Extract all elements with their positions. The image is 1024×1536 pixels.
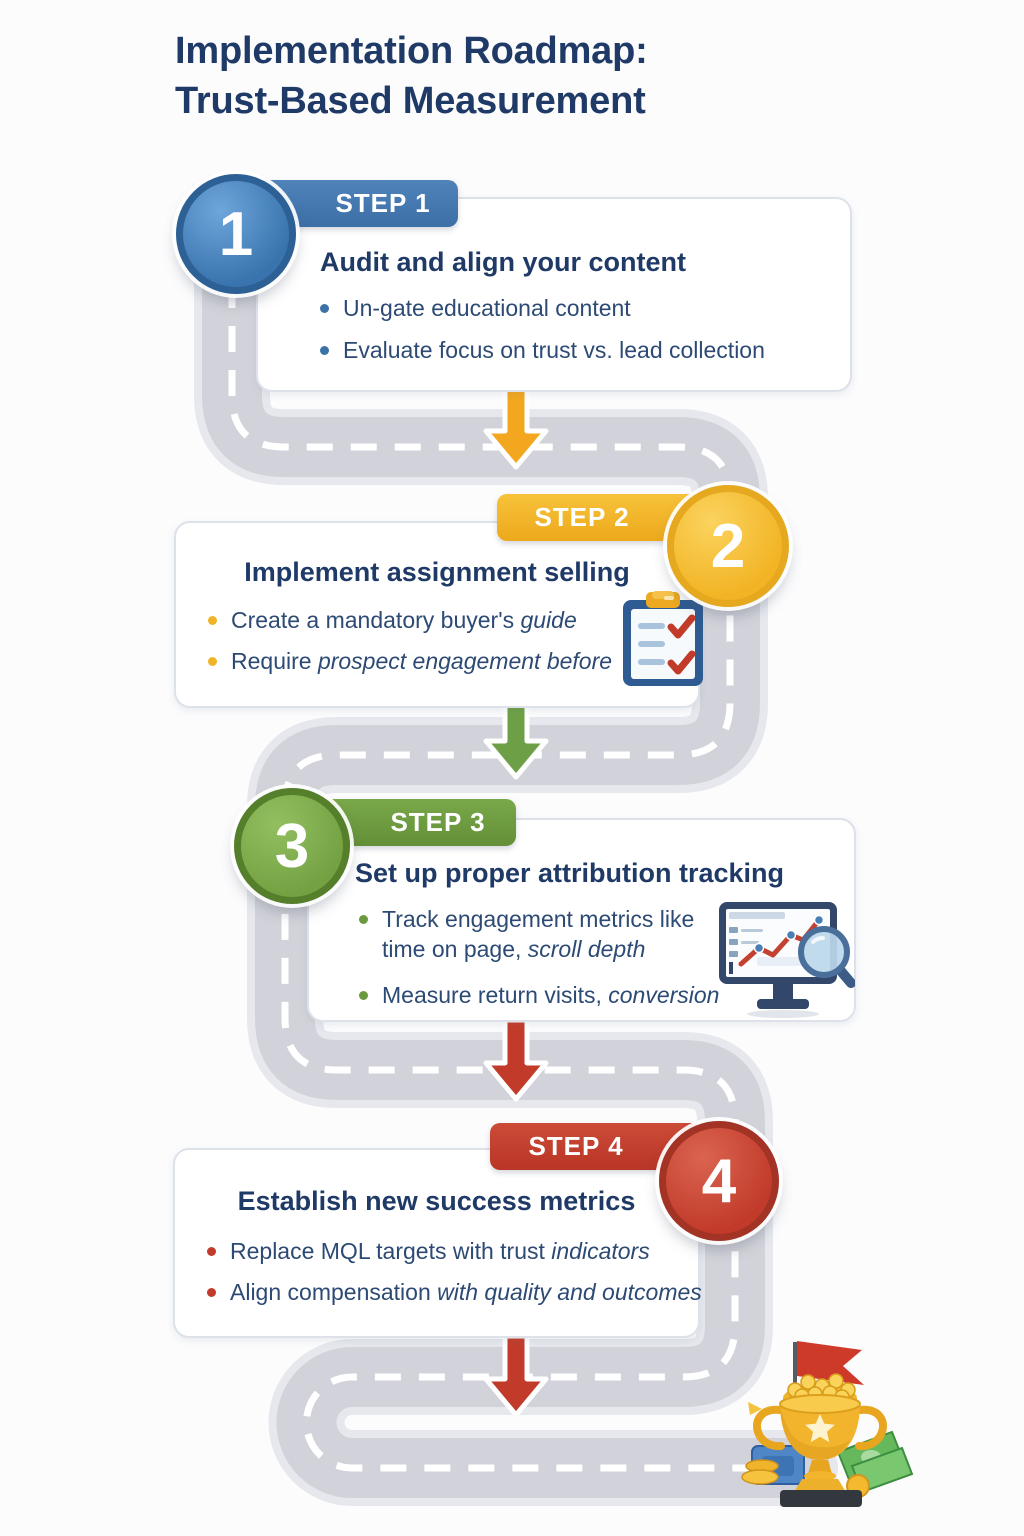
analytics-monitor-icon [719, 902, 855, 1018]
step-3-bullet-2: Measure return visits, conversion [359, 980, 719, 1010]
step-3-card: Set up proper attribution tracking Track… [307, 818, 856, 1022]
trophy-icon [741, 1341, 914, 1507]
page-title: Implementation Roadmap: Trust-Based Meas… [175, 26, 648, 126]
magnifying-glass-icon [798, 926, 855, 988]
step-1-number-badge: 1 [176, 174, 296, 294]
bullet-dot [320, 346, 329, 355]
step-1-label: STEP 1 [335, 188, 431, 218]
step-2-number-badge: 2 [667, 485, 789, 607]
step-1-card: Audit and align your content Un-gate edu… [256, 197, 852, 392]
step-1-bullet-2: Evaluate focus on trust vs. lead collect… [320, 335, 765, 365]
bullet-text: Un-gate educational content [343, 295, 631, 321]
step-1-bullet-1: Un-gate educational content [320, 293, 631, 323]
title-line-2: Trust-Based Measurement [175, 80, 646, 123]
bullet-text: Require prospect engagement before [231, 648, 613, 674]
step-3-heading: Set up proper attribution tracking [355, 858, 785, 888]
bullet-dot [208, 657, 217, 666]
step-2-heading: Implement assignment selling [244, 557, 630, 587]
step-1-banner: STEP 1 [258, 180, 458, 227]
down-arrow-icon-yellow [483, 385, 549, 470]
checklist-clipboard-icon [623, 591, 703, 686]
step-2-card: Implement assignment selling Create a ma… [174, 521, 703, 708]
title-line-1: Implementation Roadmap: [175, 30, 648, 72]
step-4-number: 4 [701, 1146, 737, 1216]
step-4-bullet-2: Align compensation with quality and outc… [207, 1277, 702, 1307]
step-1-number: 1 [218, 199, 254, 269]
step-4-card: Establish new success metrics Replace MQ… [173, 1148, 702, 1338]
bullet-dot [359, 991, 368, 1000]
step-2-number: 2 [710, 511, 746, 581]
bullet-dot [208, 616, 217, 625]
step-2-bullet-2: Require prospect engagement before [208, 646, 612, 676]
step-2-label: STEP 2 [534, 502, 630, 532]
bullet-dot [207, 1247, 216, 1256]
down-arrow-icon-red-1 [483, 1017, 549, 1102]
bullet-text: Replace MQL targets with trust indicator… [230, 1238, 650, 1264]
down-arrow-icon-red-2 [483, 1333, 549, 1418]
step-3-label: STEP 3 [390, 807, 486, 837]
step-2-bullet-1: Create a mandatory buyer's guide [208, 605, 577, 635]
bullet-text: Create a mandatory buyer's guide [231, 607, 577, 633]
step-1-heading: Audit and align your content [320, 247, 686, 277]
step-3-bullet-1: Track engagement metrics like time on pa… [359, 904, 715, 964]
step-4-heading: Establish new success metrics [237, 1186, 636, 1216]
bullet-text: Evaluate focus on trust vs. lead collect… [343, 337, 765, 363]
step-4-label: STEP 4 [528, 1131, 624, 1161]
step-3-number-badge: 3 [234, 788, 350, 904]
step-3-number: 3 [274, 811, 310, 881]
step-4-number-badge: 4 [659, 1121, 779, 1241]
bullet-dot [359, 915, 368, 924]
bullet-text: Measure return visits, conversion [382, 982, 720, 1008]
bullet-dot [207, 1288, 216, 1297]
step-4-bullet-1: Replace MQL targets with trust indicator… [207, 1236, 650, 1266]
bullet-dot [320, 304, 329, 313]
bullet-text: Align compensation with quality and outc… [230, 1279, 702, 1305]
bullet-text: Track engagement metrics like time on pa… [382, 906, 695, 962]
road-dashed-line [228, 238, 800, 1472]
